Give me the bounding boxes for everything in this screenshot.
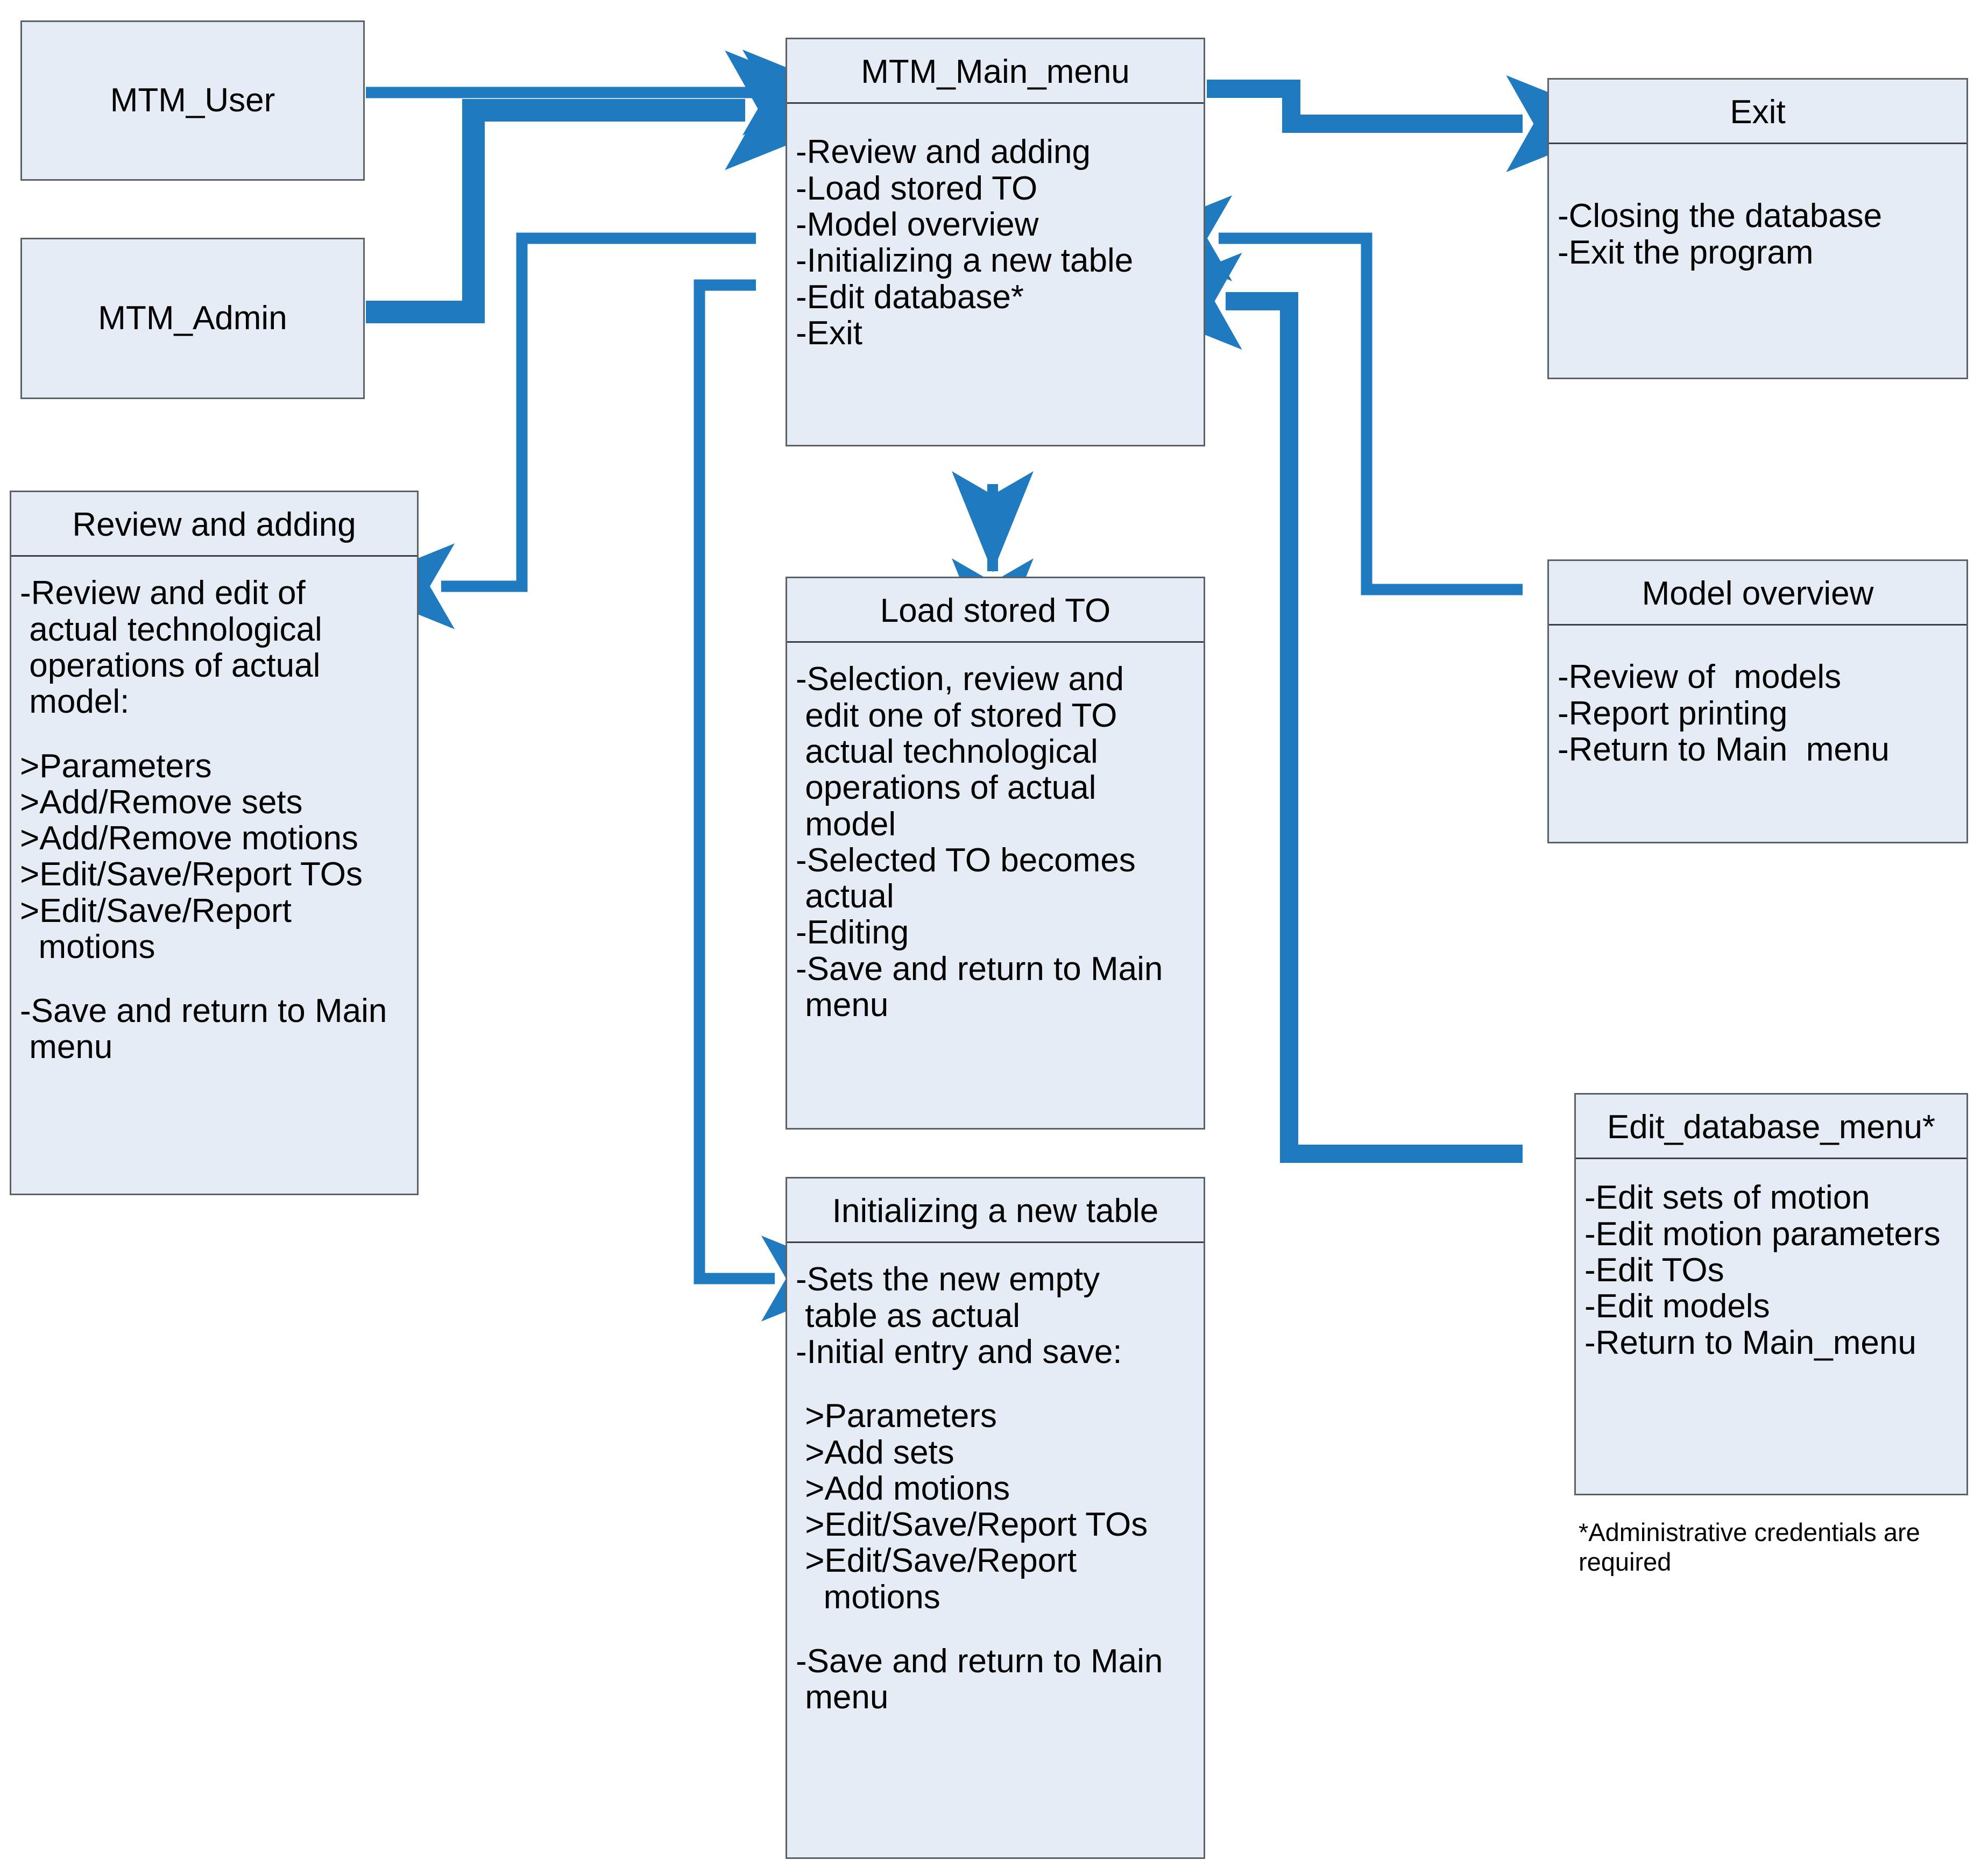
body-line: -Selection, review and bbox=[796, 661, 1124, 698]
edge-main-menu-to-exit bbox=[1207, 75, 1627, 173]
body-line: model: bbox=[20, 683, 130, 721]
body-line: >Add/Remove motions bbox=[20, 820, 358, 857]
body-line: motions bbox=[20, 928, 155, 966]
node-mtm-admin[interactable]: MTM_Admin bbox=[20, 238, 365, 399]
body-line: -Edit sets of motion bbox=[1584, 1179, 1870, 1217]
node-review-and-adding-title: Review and adding bbox=[72, 506, 356, 543]
body-line: -Initial entry and save: bbox=[796, 1333, 1122, 1371]
body-line: -Return to Main menu bbox=[1558, 730, 1890, 768]
body-line: -Selected TO becomes bbox=[796, 841, 1136, 879]
body-line: -Report printing bbox=[1558, 694, 1788, 732]
body-spacer bbox=[796, 1370, 1197, 1398]
body-line: >Add motions bbox=[796, 1470, 1010, 1507]
node-initializing-new-table-title: Initializing a new table bbox=[832, 1192, 1159, 1230]
node-exit[interactable]: Exit -Closing the database -Exit the pro… bbox=[1547, 78, 1968, 379]
node-divider bbox=[787, 102, 1204, 104]
node-divider bbox=[1576, 1158, 1966, 1160]
node-exit-body: -Closing the database -Exit the program bbox=[1549, 144, 1966, 378]
node-review-and-adding-body: -Review and edit of actual technological… bbox=[11, 557, 417, 1194]
node-initializing-new-table-body: -Sets the new empty table as actual -Ini… bbox=[787, 1243, 1204, 1857]
node-model-overview[interactable]: Model overview -Review of models -Report… bbox=[1547, 559, 1968, 843]
body-line: -Sets the new empty bbox=[796, 1261, 1100, 1298]
node-mtm-main-menu[interactable]: MTM_Main_menu -Review and adding -Load s… bbox=[786, 38, 1205, 446]
node-mtm-user[interactable]: MTM_User bbox=[20, 20, 365, 181]
node-model-overview-title: Model overview bbox=[1642, 575, 1874, 612]
body-line: >Add/Remove sets bbox=[20, 783, 303, 821]
body-line: motions bbox=[796, 1578, 940, 1616]
body-line: menu bbox=[796, 1679, 889, 1716]
edge-model-overview-to-main-menu bbox=[1126, 195, 1523, 595]
body-line: -Save and return to Main bbox=[20, 992, 387, 1030]
body-line: -Edit database* bbox=[796, 278, 1024, 316]
node-load-stored-to-body: -Selection, review and edit one of store… bbox=[787, 643, 1204, 1128]
node-initializing-new-table[interactable]: Initializing a new table -Sets the new e… bbox=[786, 1177, 1205, 1859]
footnote-admin-credentials: *Administrative credentials are required bbox=[1579, 1518, 1966, 1577]
node-edit-database-menu[interactable]: Edit_database_menu* -Edit sets of motion… bbox=[1574, 1093, 1968, 1495]
node-review-and-adding[interactable]: Review and adding -Review and edit of ac… bbox=[10, 491, 419, 1195]
body-line: -Edit TOs bbox=[1584, 1251, 1724, 1289]
node-mtm-main-menu-title: MTM_Main_menu bbox=[861, 53, 1130, 90]
node-mtm-admin-title: MTM_Admin bbox=[98, 300, 287, 337]
body-line: >Add sets bbox=[796, 1433, 954, 1471]
edge-main-menu-to-initializing-new-table bbox=[694, 279, 868, 1322]
body-line: -Editing bbox=[796, 914, 909, 952]
body-line: menu bbox=[796, 986, 889, 1024]
node-edit-database-menu-body: -Edit sets of motion -Edit motion parame… bbox=[1576, 1159, 1966, 1494]
body-line: -Initializing a new table bbox=[796, 242, 1134, 280]
edge-mtm-admin-to-main-menu bbox=[366, 50, 874, 323]
body-line: -Return to Main_menu bbox=[1584, 1324, 1916, 1361]
body-line: -Model overview bbox=[796, 205, 1039, 243]
body-line: >Parameters bbox=[796, 1397, 997, 1435]
body-spacer bbox=[20, 720, 411, 748]
body-line: -Load stored TO bbox=[796, 169, 1038, 207]
body-line: actual technological bbox=[20, 611, 322, 648]
edge-edit-database-menu-to-main-menu bbox=[1121, 252, 1523, 1163]
node-load-stored-to[interactable]: Load stored TO -Selection, review and ed… bbox=[786, 577, 1205, 1130]
body-line: model bbox=[796, 805, 896, 843]
body-line: actual bbox=[796, 878, 894, 915]
body-line: actual technological bbox=[796, 733, 1098, 770]
body-line: -Save and return to Main bbox=[796, 950, 1163, 988]
body-line: -Review and edit of bbox=[20, 574, 306, 612]
node-model-overview-body: -Review of models -Report printing -Retu… bbox=[1549, 626, 1966, 842]
body-line: -Review and adding bbox=[796, 133, 1091, 171]
body-line: >Edit/Save/Report bbox=[796, 1542, 1077, 1580]
edge-main-menu-to-review-and-adding bbox=[348, 232, 756, 629]
body-line: -Review of models bbox=[1558, 658, 1842, 696]
body-line: -Edit models bbox=[1584, 1288, 1770, 1325]
body-line: >Edit/Save/Report TOs bbox=[796, 1506, 1148, 1544]
node-divider bbox=[1549, 143, 1966, 145]
body-line: -Edit motion parameters bbox=[1584, 1215, 1941, 1253]
node-divider bbox=[787, 1241, 1204, 1244]
body-line: operations of actual bbox=[20, 647, 321, 684]
body-line: operations of actual bbox=[796, 769, 1096, 807]
node-load-stored-to-title: Load stored TO bbox=[880, 592, 1111, 629]
body-line: table as actual bbox=[796, 1297, 1021, 1334]
node-divider bbox=[1549, 624, 1966, 626]
node-exit-title: Exit bbox=[1730, 94, 1786, 131]
body-line: >Parameters bbox=[20, 747, 212, 785]
footnote-line: required bbox=[1579, 1547, 1672, 1576]
footnote-line: *Administrative credentials are bbox=[1579, 1518, 1920, 1546]
body-line: -Exit bbox=[796, 314, 862, 352]
body-line: >Edit/Save/Report TOs bbox=[20, 856, 363, 893]
node-edit-database-menu-title: Edit_database_menu* bbox=[1607, 1109, 1936, 1146]
node-mtm-main-menu-body: -Review and adding -Load stored TO -Mode… bbox=[787, 104, 1204, 445]
node-divider bbox=[11, 555, 417, 557]
body-spacer bbox=[796, 1615, 1197, 1643]
body-line: menu bbox=[20, 1028, 113, 1066]
body-line: -Exit the program bbox=[1558, 233, 1814, 271]
node-mtm-user-title: MTM_User bbox=[110, 82, 275, 119]
body-spacer bbox=[20, 965, 411, 993]
body-line: -Closing the database bbox=[1558, 197, 1883, 235]
body-line: >Edit/Save/Report bbox=[20, 892, 292, 929]
body-line: edit one of stored TO bbox=[796, 697, 1117, 734]
body-line: -Save and return to Main bbox=[796, 1642, 1163, 1680]
